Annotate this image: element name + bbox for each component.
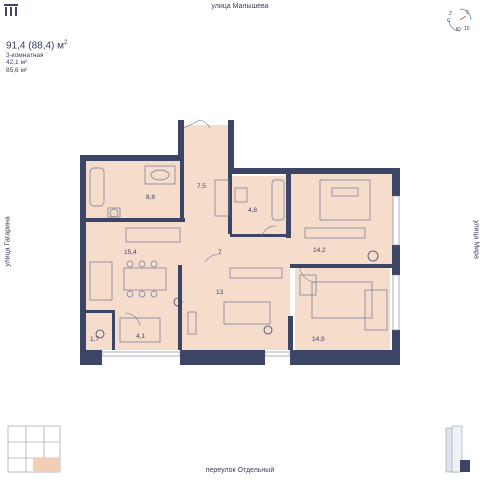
- room-area-corridor: 7,5: [197, 183, 206, 190]
- compass-label: Ю: [456, 27, 462, 33]
- desk-1: [304, 227, 366, 239]
- windows: [101, 195, 400, 357]
- bed-2: [311, 281, 373, 319]
- room-area-hall: 7: [218, 249, 222, 256]
- sofa-1: [89, 261, 113, 301]
- rooms-type: 3-комнатная: [6, 51, 44, 59]
- kitchen-counter: [125, 227, 181, 243]
- chair: [187, 311, 197, 335]
- sofa-2: [223, 301, 271, 325]
- dining-table: [123, 267, 167, 291]
- room-area-bath: 8,8: [146, 194, 155, 201]
- washbasin: [234, 187, 248, 203]
- room-area-bedroom-1: 14,2: [313, 247, 326, 254]
- compass-label: С: [447, 18, 451, 24]
- compass-label: 10: [464, 26, 470, 32]
- room-area-living: 13: [216, 289, 224, 296]
- room-area-bedroom-2: 14,9: [312, 336, 325, 343]
- doors: [124, 119, 317, 326]
- living-area: 42,1 м²: [6, 59, 28, 67]
- walls: [80, 120, 400, 365]
- building-icon: [445, 425, 470, 473]
- street-bottom: переулок Отдельный: [205, 467, 275, 474]
- compass-label: 2: [449, 11, 452, 17]
- current-apartment-highlight: [33, 458, 60, 472]
- bathtub: [89, 167, 105, 207]
- room-area-balcony: 4,1: [136, 333, 145, 340]
- street-top: улица Малышева: [211, 3, 269, 10]
- balcony-furniture: [119, 317, 161, 343]
- plants: [95, 250, 379, 339]
- wardrobe: [214, 179, 230, 217]
- inner-walls: [85, 160, 394, 350]
- room-area-kitchen: 15,4: [124, 249, 137, 256]
- compass-icon: [448, 8, 472, 32]
- room-labels: 8,8 7,5 4,8 14,2 15,4 7 13 14,9 1,7 4,1: [90, 183, 326, 343]
- room-area-storage: 1,7: [90, 336, 99, 343]
- compass-rose: 2 3 10 Ю С: [446, 6, 474, 34]
- shower: [271, 179, 285, 221]
- bed-1: [319, 179, 371, 221]
- sink: [150, 169, 170, 181]
- developer-logo: [4, 4, 18, 16]
- desk-2: [364, 289, 388, 331]
- apartment-info: 91,4 (88,4) м2 3-комнатная 42,1 м² 85,6 …: [6, 40, 67, 74]
- floor-fill: [85, 125, 393, 350]
- dresser: [299, 274, 317, 296]
- compass-label: 3: [466, 10, 469, 16]
- floor-location-map: [7, 425, 61, 473]
- extra-area: 85,6 м²: [6, 66, 28, 74]
- total-area: 91,4 (88,4) м2: [6, 40, 68, 52]
- room-area-wc: 4,8: [248, 207, 257, 214]
- furniture: [89, 165, 388, 343]
- tv-stand: [229, 267, 283, 279]
